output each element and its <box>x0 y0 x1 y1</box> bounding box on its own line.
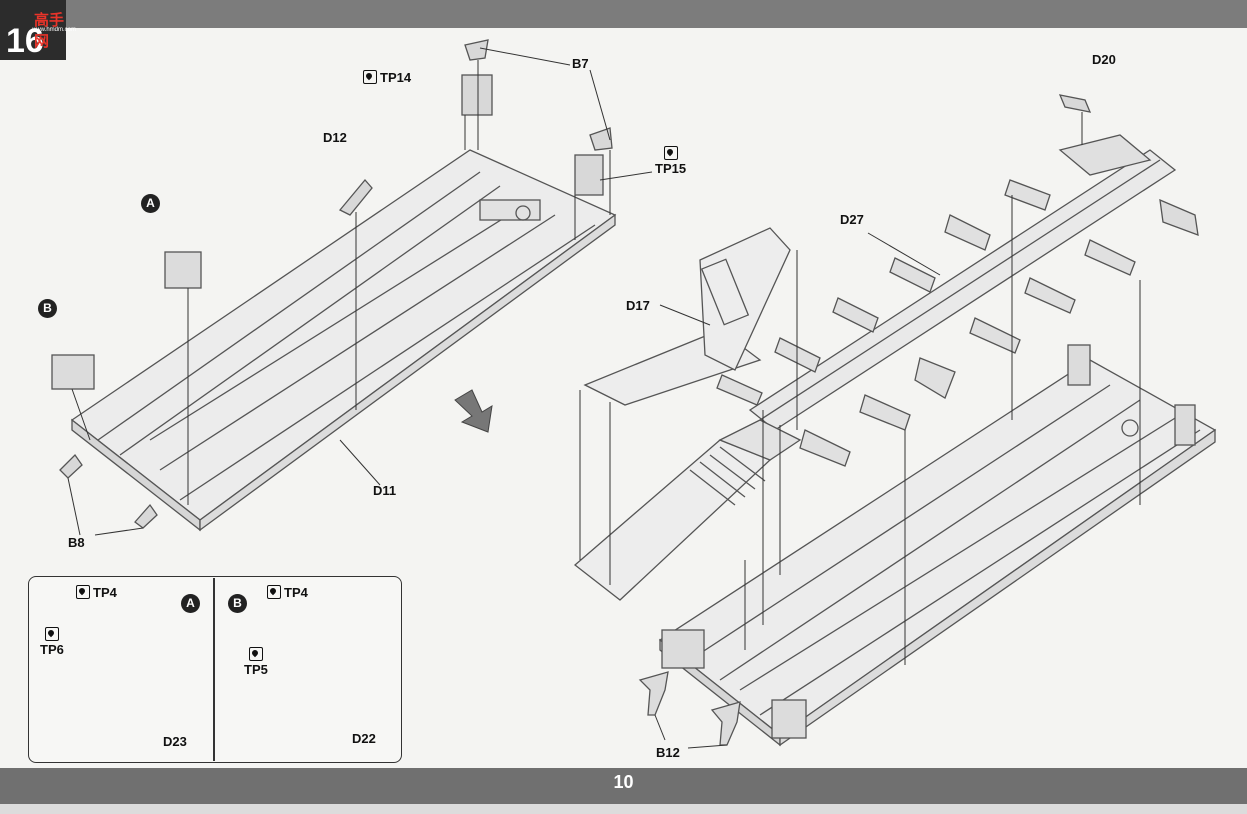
inset-b-tp-top-text: TP4 <box>284 585 308 600</box>
part-box-hull-front <box>661 629 705 669</box>
footer-bar <box>0 768 1247 804</box>
part-box-b <box>51 354 95 390</box>
label-d27: D27 <box>840 212 864 227</box>
inset-badge-a: A <box>181 594 200 613</box>
paint-code-icon <box>663 146 678 160</box>
inset-a-tp-side-text: TP6 <box>40 642 64 657</box>
part-b7-top <box>464 39 489 61</box>
leader-lines <box>67 47 1141 749</box>
part-b12-left <box>638 671 669 716</box>
callout-badge-a: A <box>141 194 160 213</box>
inset-divider <box>213 578 215 761</box>
label-tp14: TP14 <box>363 70 411 85</box>
direction-arrow <box>454 389 493 433</box>
hull-part-right <box>658 344 1217 747</box>
paint-code-icon <box>76 585 90 599</box>
inset-a-tp-top-text: TP4 <box>93 585 117 600</box>
paint-code-icon <box>363 70 377 84</box>
footer-strip <box>0 804 1247 814</box>
label-tp15-text: TP15 <box>655 161 687 176</box>
label-tp15: TP15 <box>655 146 686 176</box>
inset-a-part: D23 <box>163 734 187 749</box>
inset-b-part: D22 <box>352 731 376 746</box>
step-number: 16 <box>6 22 44 60</box>
subassembly-inset <box>28 576 402 763</box>
label-b12: B12 <box>656 745 680 760</box>
page-number: 10 <box>613 772 634 792</box>
part-d20 <box>1058 94 1092 113</box>
part-d12 <box>338 178 373 216</box>
watermark-text: 高手网 <box>34 11 65 50</box>
label-d11: D11 <box>373 483 397 498</box>
inset-b-tp-side-text: TP5 <box>244 662 268 677</box>
part-b7-side <box>589 127 613 151</box>
inset-badge-b: B <box>228 594 247 613</box>
paint-code-icon <box>248 647 263 661</box>
part-b8-left <box>59 453 83 479</box>
part-tp14-plate <box>461 74 493 116</box>
part-b8-right <box>134 503 158 529</box>
watermark-url: www.hmdm.com <box>32 27 77 33</box>
part-box-hull-rear <box>771 699 807 739</box>
inset-b-tp-top: TP4 <box>267 585 308 600</box>
label-b8: B8 <box>68 535 85 550</box>
paint-code-icon <box>267 585 281 599</box>
hull-part-d11 <box>70 149 617 532</box>
paint-code-icon <box>44 627 59 641</box>
inset-b-tp-side: TP5 <box>244 647 268 677</box>
part-box-a <box>164 251 202 289</box>
inset-a-tp-side: TP6 <box>40 627 64 657</box>
label-d20: D20 <box>1092 52 1116 67</box>
callout-badge-b: B <box>38 299 57 318</box>
label-d17: D17 <box>626 298 650 313</box>
label-b7: B7 <box>572 56 589 71</box>
part-b12-right <box>710 701 741 746</box>
part-tp15-plate <box>574 154 604 196</box>
label-d12: D12 <box>323 130 347 145</box>
header-bar <box>0 0 1247 28</box>
part-d17 <box>573 227 802 601</box>
step-number-box: 16 <box>0 0 66 60</box>
label-tp14-text: TP14 <box>380 70 412 85</box>
inset-a-tp-top: TP4 <box>76 585 117 600</box>
watermark-logo: 高手网 www.hmdm.com <box>4 4 76 50</box>
